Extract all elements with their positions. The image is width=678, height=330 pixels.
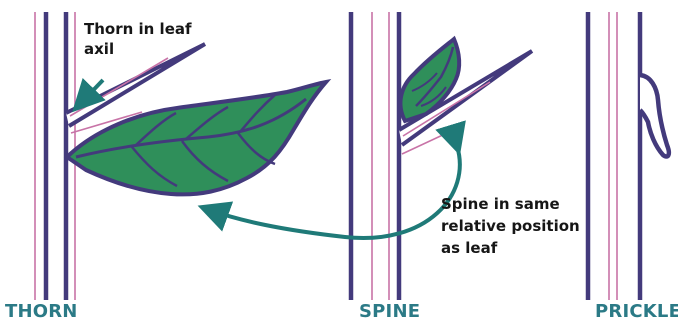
spine-label: SPINE [359, 301, 420, 322]
spine-stem [351, 12, 399, 300]
thorn-annotation: Thorn in leaf axil [84, 19, 204, 59]
thorn-label: THORN [5, 301, 78, 322]
prickle-stem [588, 12, 640, 300]
prickle-shape [640, 75, 669, 157]
prickle-label: PRICKLE [595, 301, 678, 322]
spine-annotation: Spine in same relative position as leaf [441, 193, 591, 259]
